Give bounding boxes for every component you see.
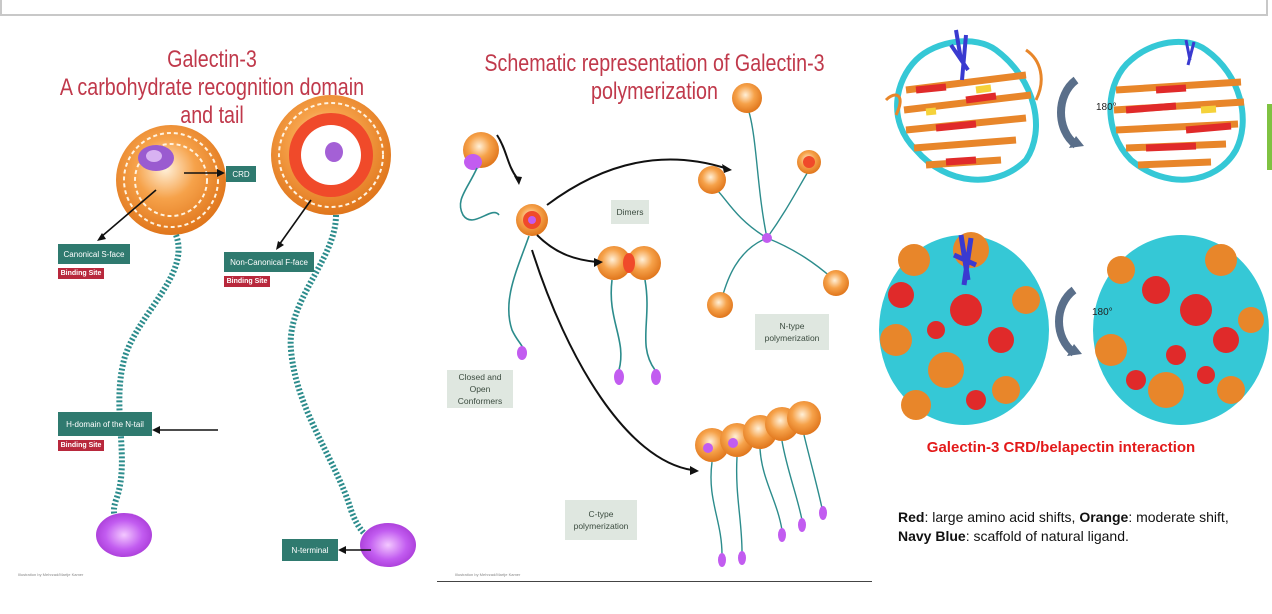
n-terminal-blob-right: [360, 523, 416, 567]
panel-left-title-line2: A carbohydrate recognition domain and ta…: [59, 74, 365, 129]
binding-site-badge-noncanonical: Binding Site: [224, 276, 270, 287]
legend-navy-text: : scaffold of natural ligand.: [965, 528, 1129, 544]
n-tail-right: [287, 214, 374, 543]
dimer: [597, 246, 661, 385]
rotation-label-bottom: 180°: [1092, 307, 1113, 318]
dimers-label: Dimers: [611, 200, 649, 224]
closed-open-conformers-label: Closed and Open Conformers: [447, 370, 513, 408]
galectin3-polymerization-panel: Schematic representation of Galectin-3 p…: [437, 40, 872, 582]
rotation-label-top: 180°: [1096, 102, 1117, 113]
protein-structure-images: [879, 29, 1269, 425]
panel-left-title-line1: Galectin-3: [167, 46, 257, 73]
n-tail-left: [111, 233, 182, 534]
galectin3-structure-panel: Galectin-3 A carbohydrate recognition do…: [6, 40, 418, 588]
arrowheads: [514, 164, 732, 475]
surface-structure-right: [1093, 235, 1269, 425]
noncanonical-fface-label: Non-Canonical F-face: [224, 252, 314, 272]
legend-orange-text: : moderate shift,: [1128, 509, 1229, 525]
galectin3-structure-illustration: [96, 95, 416, 567]
legend-red-term: Red: [898, 509, 925, 525]
figure-caption: Galectin-3 CRD/belapectin interaction: [926, 439, 1196, 456]
panel-middle-title-line2: polymerization: [591, 78, 718, 105]
top-toolbar-frame: [0, 0, 1268, 16]
illustration-credit-left: Illustration by Mehrzad/Martje Kamer: [18, 572, 84, 577]
green-edge-marker: [1267, 104, 1272, 170]
rotation-arrow-bottom: [1055, 286, 1082, 357]
crd-sphere-right: [271, 95, 391, 215]
surface-structure-left: [879, 232, 1049, 425]
ribbon-structure-left: [884, 29, 1043, 183]
closed-conformer: [459, 132, 500, 221]
panel-middle-baseline: [437, 581, 872, 582]
n-type-polymer: [698, 83, 849, 318]
binding-site-badge-canonical: Binding Site: [58, 268, 104, 279]
legend-orange-term: Orange: [1079, 509, 1129, 525]
legend-navy-term: Navy Blue: [898, 528, 966, 544]
galectin3-crd-belapectin-panel: 180° 180° Galectin-3 CRD/belapectin inte…: [876, 20, 1269, 610]
ribbon-structure-right: [1107, 38, 1246, 183]
n-terminal-blob-left: [96, 513, 152, 557]
open-conformer: [508, 204, 548, 360]
annotation-arrows: [97, 169, 371, 554]
crd-label: CRD: [226, 166, 256, 182]
polymerization-illustration: [459, 83, 849, 567]
ntype-polymerization-label: N-type polymerization: [755, 314, 829, 350]
legend-red-text: : large amino acid shifts,: [924, 509, 1080, 525]
illustration-credit-middle: Illustration by Mehrzad/Martje Kamer: [455, 572, 521, 577]
color-legend: Red: large amino acid shifts, Orange: mo…: [898, 508, 1238, 546]
c-type-polymer: [695, 401, 827, 567]
polymerization-arrows: [496, 134, 726, 471]
hdomain-ntail-label: H-domain of the N-tail: [58, 412, 152, 436]
ctype-polymerization-label: C-type polymerization: [565, 500, 637, 540]
binding-site-badge-hdomain: Binding Site: [58, 440, 104, 451]
panel-middle-title-line1: Schematic representation of Galectin-3: [484, 50, 825, 77]
nterminal-label: N-terminal: [282, 539, 338, 561]
canonical-sface-label: Canonical S-face: [58, 244, 130, 264]
crd-sphere-left: [116, 125, 226, 235]
rotation-arrow-top: [1057, 76, 1084, 149]
